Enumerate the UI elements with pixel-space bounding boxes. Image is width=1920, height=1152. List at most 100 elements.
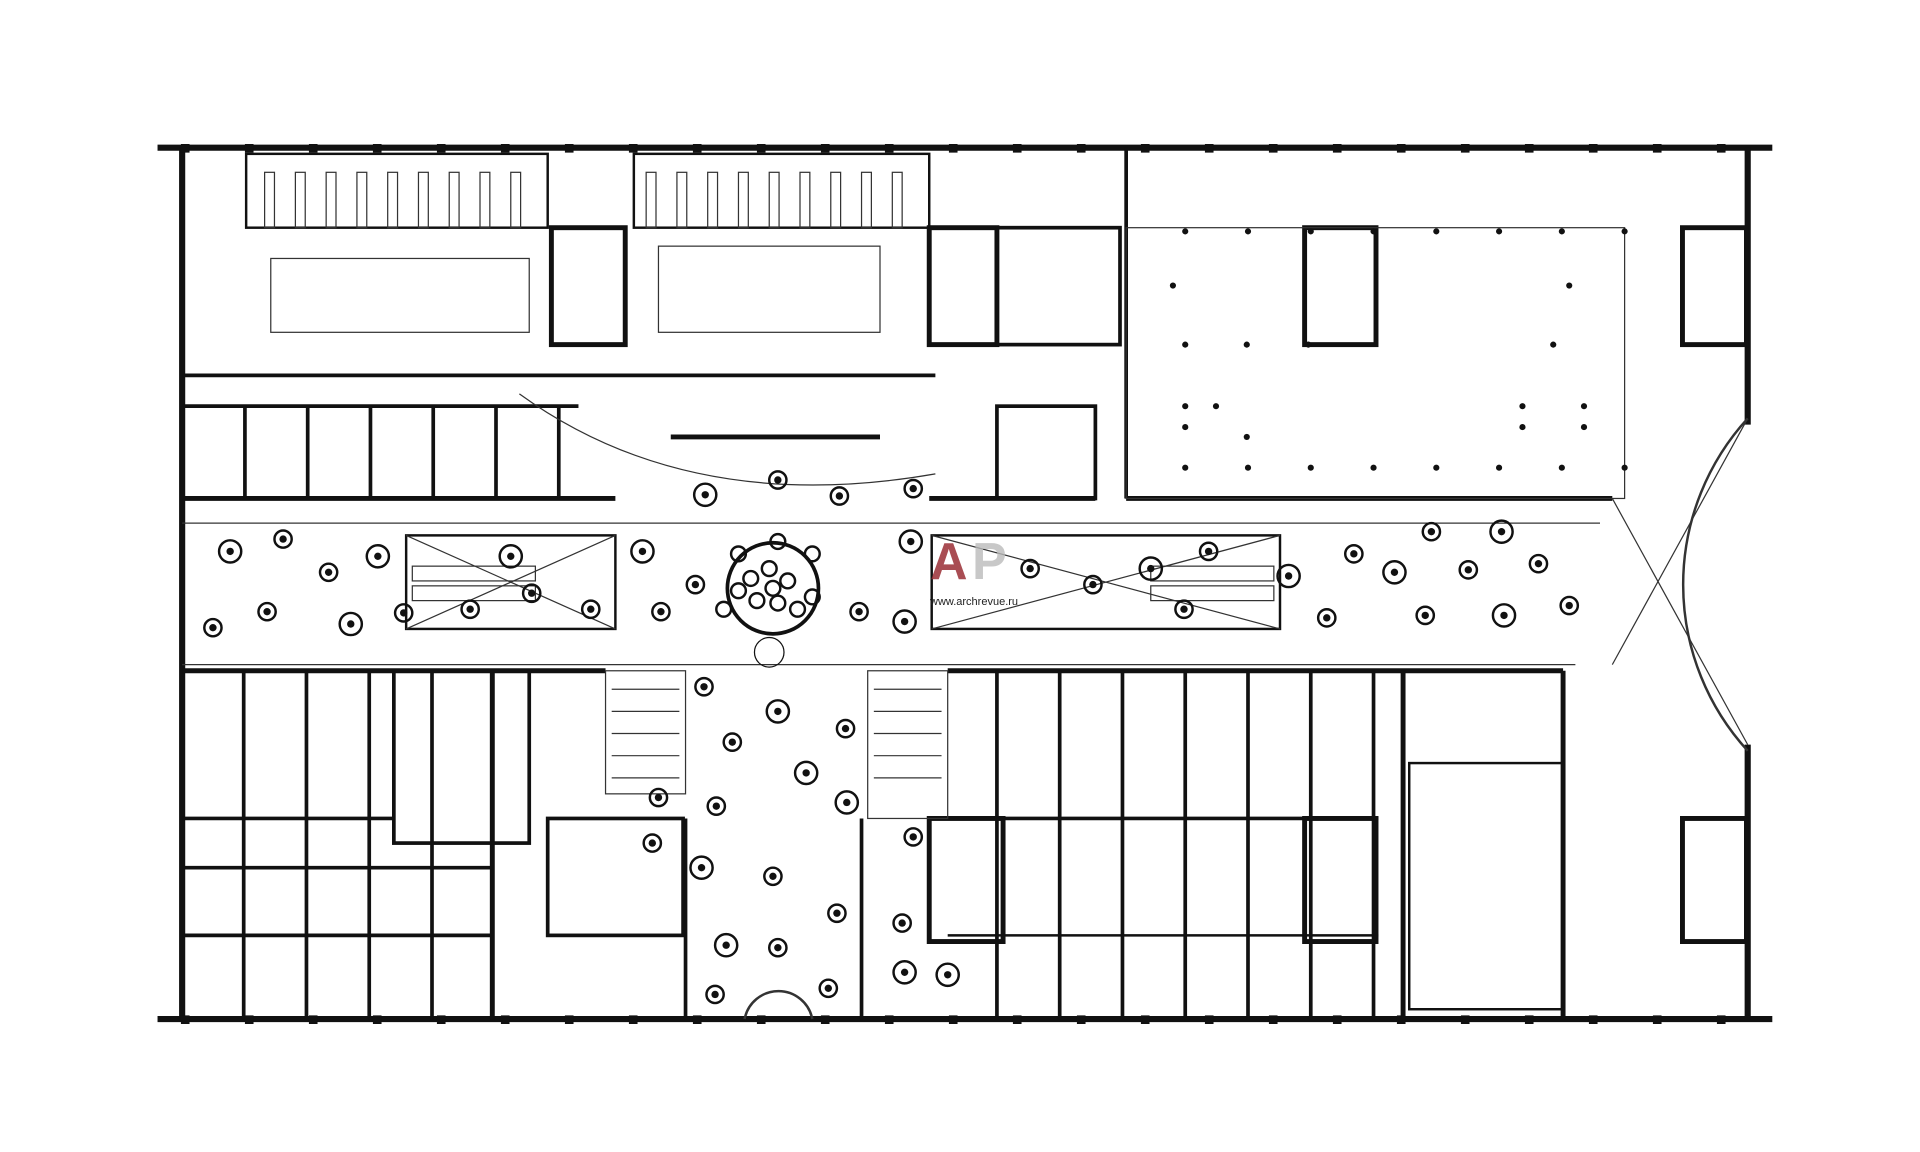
planter-circle: [829, 486, 850, 506]
column: [843, 798, 851, 807]
column: [324, 568, 333, 576]
service: [995, 404, 1098, 501]
column: [374, 552, 382, 560]
column: [700, 683, 708, 691]
columns: [180, 144, 1726, 1024]
column: [1565, 601, 1573, 610]
column: [884, 144, 894, 153]
planter-circle: [892, 609, 917, 634]
planter-circle: [903, 478, 924, 499]
column: [564, 144, 574, 153]
planter-circle: [1458, 560, 1479, 580]
column: [1076, 1015, 1086, 1024]
planter-circle: [1276, 563, 1301, 589]
column: [944, 971, 952, 979]
column: [1089, 580, 1097, 589]
watermark-url[interactable]: www.archrevue.ru: [930, 596, 1019, 608]
rack: [448, 171, 460, 229]
planter-circle: [1382, 560, 1407, 585]
column: [1716, 144, 1726, 153]
rack: [737, 171, 749, 229]
column: [1496, 228, 1503, 235]
column: [1332, 1015, 1342, 1024]
column: [1652, 144, 1662, 153]
column: [802, 769, 810, 777]
planter-circle: [763, 866, 783, 887]
column: [279, 535, 287, 543]
column: [1268, 1015, 1278, 1024]
column: [1580, 424, 1588, 431]
rack: [387, 171, 399, 229]
core: [1680, 816, 1749, 944]
planter-circle: [1083, 574, 1103, 595]
column: [907, 537, 915, 546]
escalator: [1150, 585, 1275, 602]
column: [500, 144, 510, 153]
column: [820, 1015, 830, 1024]
column: [1182, 341, 1189, 348]
fountain-jet: [769, 532, 787, 551]
watermark-logo-p: P: [972, 533, 1007, 591]
column: [1012, 1015, 1022, 1024]
column: [308, 1015, 318, 1024]
walls: [157, 144, 1773, 1023]
column: [180, 1015, 190, 1024]
column: [900, 617, 909, 626]
column: [1305, 341, 1312, 348]
planter-circle: [642, 833, 663, 853]
column: [1580, 403, 1588, 410]
fountain-jet: [742, 569, 760, 588]
planter-circle: [898, 529, 924, 554]
planter-circle: [498, 544, 524, 569]
planter-circle: [393, 603, 414, 623]
column: [528, 589, 536, 597]
planter-circle: [651, 601, 671, 622]
column: [1390, 568, 1399, 576]
planter-circle: [521, 583, 542, 604]
rack: [676, 171, 688, 229]
column: [774, 476, 782, 484]
rack: [768, 171, 780, 229]
column: [692, 144, 702, 153]
planter-circle: [630, 539, 655, 564]
hall-outline: [1125, 227, 1626, 500]
column: [209, 624, 217, 632]
column: [1716, 1015, 1726, 1024]
column: [756, 144, 766, 153]
planter-circle: [460, 599, 481, 620]
column: [1243, 341, 1250, 348]
column: [564, 1015, 574, 1024]
column: [1496, 464, 1503, 471]
column: [900, 968, 909, 976]
planter-circle: [692, 482, 718, 508]
column: [756, 1015, 766, 1024]
planter-circle: [685, 574, 706, 595]
column: [1427, 528, 1436, 536]
column: [657, 608, 665, 616]
column: [1370, 464, 1377, 471]
column: [638, 547, 647, 556]
planter-circle: [318, 562, 339, 583]
core: [1680, 225, 1749, 348]
rack: [294, 171, 306, 229]
planter-circle: [203, 617, 223, 638]
planter-circle: [768, 470, 788, 490]
core: [1302, 816, 1379, 944]
column: [1307, 464, 1314, 471]
fountain-jet: [769, 594, 787, 612]
planter-circle: [768, 937, 788, 958]
column: [1558, 228, 1565, 235]
thin-lines: [182, 171, 1749, 1020]
column: [1169, 282, 1176, 289]
column: [1519, 424, 1526, 431]
rack: [799, 171, 811, 229]
planter-circle: [818, 978, 839, 999]
column: [1026, 564, 1034, 573]
column: [1204, 1015, 1214, 1024]
planter-circle: [1489, 519, 1514, 544]
rack: [891, 171, 903, 229]
column: [1588, 144, 1598, 153]
column: [1588, 1015, 1598, 1024]
column: [769, 872, 777, 880]
